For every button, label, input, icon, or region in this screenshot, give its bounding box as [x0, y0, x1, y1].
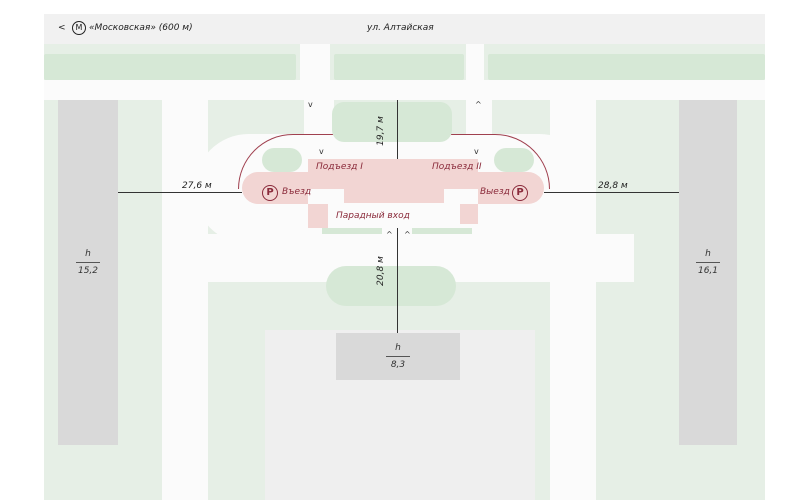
green-lawn	[326, 266, 456, 306]
green-strip	[334, 54, 464, 80]
height-value: 16,1	[697, 266, 719, 276]
street-label: ул. Алтайская	[367, 23, 434, 33]
dimension-top: 19,7 м	[375, 116, 386, 146]
entrance-2-label: Подъезд II	[432, 162, 482, 172]
parking-icon: P	[512, 185, 528, 201]
green-patch	[494, 148, 534, 172]
chevron-up-icon: ^	[404, 230, 411, 239]
green-strip	[44, 54, 296, 80]
chevron-up-icon: ^	[475, 100, 482, 109]
building-wing	[478, 172, 544, 204]
dimension-line	[397, 228, 398, 333]
green-patch	[332, 102, 452, 142]
building	[308, 159, 478, 189]
building	[460, 204, 478, 224]
building-left	[58, 100, 118, 445]
metro-icon: M	[72, 21, 86, 35]
site-map: h 15,2 h 16,1 h 8,3 27,6 м 28,8 м 19,7 м 20…	[44, 44, 765, 500]
header-bar: < M «Московская» (600 м) ул. Алтайская	[44, 14, 765, 44]
chevron-up-icon: ^	[386, 230, 393, 239]
metro-station-label[interactable]: «Московская» (600 м)	[89, 23, 193, 33]
dimension-line	[118, 192, 242, 193]
green-strip	[488, 54, 765, 80]
height-label-right: h 16,1	[688, 249, 728, 276]
building	[308, 204, 328, 228]
height-h: h	[395, 343, 401, 353]
building-right	[679, 100, 737, 445]
height-h: h	[85, 249, 91, 259]
green-patch	[322, 228, 382, 234]
height-label-south: h 8,3	[378, 343, 418, 370]
dimension-line	[544, 192, 679, 193]
dimension-left: 27,6 м	[182, 181, 212, 191]
dimension-right: 28,8 м	[598, 181, 628, 191]
chevron-down-icon: v	[474, 147, 479, 156]
entry-label: Въезд	[282, 187, 312, 197]
green-patch	[412, 228, 472, 234]
height-label-left: h 15,2	[68, 249, 108, 276]
dimension-line	[397, 100, 398, 159]
height-value: 8,3	[390, 360, 406, 370]
green-patch	[262, 148, 302, 172]
height-value: 15,2	[77, 266, 99, 276]
parking-icon: P	[262, 185, 278, 201]
entrance-1-label: Подъезд I	[316, 162, 363, 172]
building	[344, 189, 444, 203]
dimension-front: 20,8 м	[375, 256, 386, 286]
road	[44, 80, 765, 100]
main-entrance-label: Парадный вход	[336, 211, 410, 221]
back-button[interactable]: <	[58, 23, 66, 33]
chevron-down-icon: v	[319, 147, 324, 156]
exit-label: Выезд	[480, 187, 510, 197]
height-h: h	[705, 249, 711, 259]
chevron-down-icon: v	[308, 100, 313, 109]
